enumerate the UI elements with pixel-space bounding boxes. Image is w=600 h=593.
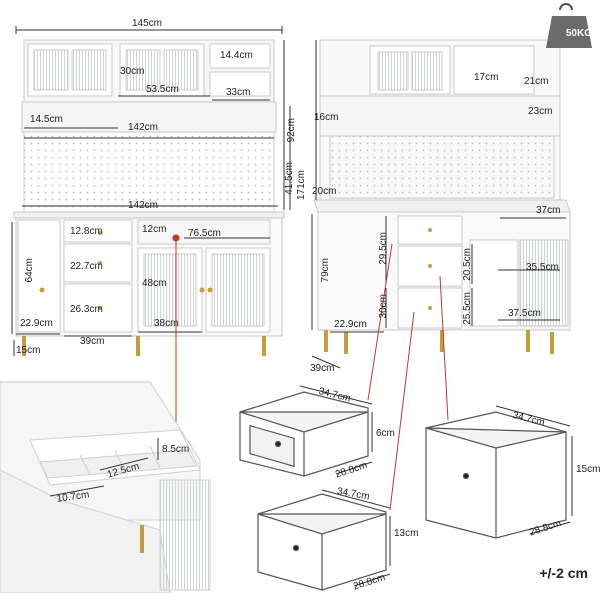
drawer-dimension-lines [299, 385, 573, 587]
front-left-cab-width: 22.9cm [20, 318, 53, 329]
front-glass-height: 14.4cm [220, 50, 253, 61]
drawer2-height: 15cm [576, 464, 600, 475]
front-leg-height: 15cm [16, 345, 41, 356]
drawer-box-2 [425, 411, 567, 539]
side-view-cabinet [313, 39, 571, 331]
front-full-height: 171cm [296, 170, 307, 201]
side-dimension-lines [311, 40, 566, 369]
drawer-box-1 [239, 391, 369, 477]
drawer-box-3 [257, 493, 387, 591]
front-upper-height: 41.5cm [284, 162, 295, 195]
side-shelf-21: 21cm [524, 76, 549, 87]
front-drawer1: 12.8cm [70, 226, 103, 237]
side-depth-39: 39cm [310, 363, 335, 374]
front-cab-width: 38cm [154, 318, 179, 329]
side-drawer-b: 30cm [378, 294, 389, 319]
front-wine-rack: 33cm [226, 87, 251, 98]
side-cab-355: 35.5cm [526, 262, 559, 273]
side-width-229: 22.9cm [334, 319, 367, 330]
front-cabinet-width: 142cm [128, 200, 159, 211]
drawer3-height: 13cm [394, 528, 419, 539]
detail-85: 8.5cm [162, 444, 190, 455]
side-drawer-a: 29.5cm [378, 232, 389, 265]
side-height-79: 79cm [320, 258, 331, 283]
front-drawer3: 26.3cm [70, 304, 103, 315]
side-view-legs [324, 228, 554, 354]
weight-icon [546, 3, 592, 48]
side-rack-37: 37cm [536, 205, 561, 216]
front-hutch-width: 142cm [128, 122, 159, 133]
front-view-cabinet [13, 39, 285, 337]
front-door-height: 30cm [120, 66, 145, 77]
front-view-legs [22, 231, 266, 356]
side-depth-mid: 20cm [312, 186, 337, 197]
detail-drawer-view [0, 381, 211, 593]
front-total-height: 92cm [286, 118, 297, 143]
side-cab-255: 25.5cm [462, 292, 473, 325]
front-counter-width: 76.5cm [188, 228, 221, 239]
side-cab-205: 20.5cm [462, 248, 473, 281]
weight-label: 50KG [565, 28, 592, 39]
front-counter-gap: 12cm [142, 224, 167, 235]
front-drawer-width: 39cm [80, 336, 105, 347]
front-drawer2: 22.7cm [70, 261, 103, 272]
drawer1-height: 6cm [376, 428, 395, 439]
front-cab-height: 48cm [142, 278, 167, 289]
red-pointer-lines [172, 234, 449, 511]
tolerance-note: +/-2 cm [539, 565, 588, 581]
front-left-cab-height: 64cm [24, 258, 35, 283]
front-glass-width: 53.5cm [146, 84, 179, 95]
side-shelf-23: 23cm [528, 106, 553, 117]
detail-dimension-lines [49, 438, 159, 497]
front-total-width: 145cm [132, 18, 163, 29]
side-shelf-17: 17cm [474, 72, 499, 83]
detail-legs [140, 525, 144, 553]
side-depth-top: 16cm [314, 112, 339, 123]
front-shelf-depth: 14.5cm [30, 114, 63, 125]
front-dimension-lines [11, 26, 291, 356]
side-cab-375: 37.5cm [508, 308, 541, 319]
